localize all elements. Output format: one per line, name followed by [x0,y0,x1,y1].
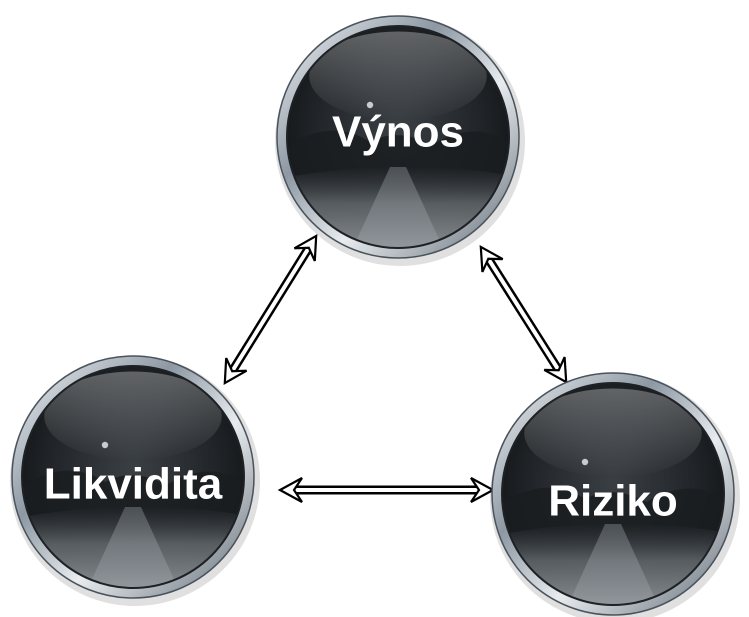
arrowhead-likvidita [277,477,303,503]
node-label-vynos: Výnos [332,108,464,157]
arrowhead-vynos [293,233,318,262]
node-likvidita: Likvidita [10,355,260,606]
node-label-likvidita: Likvidita [44,460,223,509]
node-label-riziko: Riziko [548,477,678,526]
edge-vynos-riziko [479,244,568,385]
sphere-image [502,383,724,605]
node-riziko: Riziko [490,372,740,617]
sphere-image [287,26,509,248]
arrowhead-riziko [470,477,496,503]
node-vynos: Výnos [275,15,525,266]
arrowhead-likvidita [223,357,248,386]
edges-layer [223,233,568,503]
edge-likvidita-riziko [277,477,496,503]
arrowhead-vynos [479,244,504,273]
edge-vynos-likvidita [223,233,318,386]
arrowhead-riziko [543,356,568,385]
sphere-image [22,366,244,588]
